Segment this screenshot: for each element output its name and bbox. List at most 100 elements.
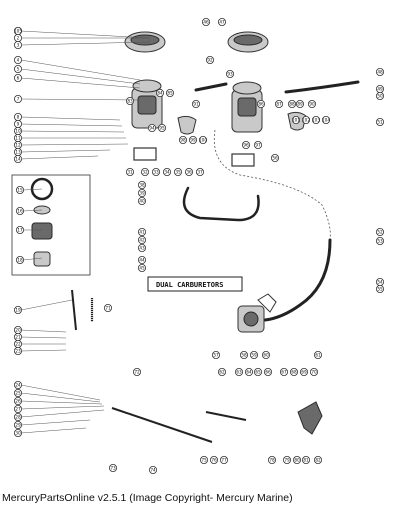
left-gasket: [133, 147, 157, 161]
callout-67: 67: [279, 367, 288, 376]
callout-49: 49: [375, 85, 384, 94]
callout-number: 68: [291, 370, 297, 375]
title-label-text: DUAL CARBURETORS: [156, 281, 223, 289]
callout-number: 38: [139, 183, 145, 188]
callout-number: 94: [149, 126, 155, 131]
callout-18: 18: [15, 255, 24, 264]
callout-number: 54: [377, 280, 383, 285]
callout-number: 49: [377, 87, 383, 92]
callout-number: 22: [15, 342, 21, 347]
inset-box: [11, 174, 91, 276]
callout-number: 67: [281, 370, 287, 375]
fuel-pump-gasket: [257, 293, 277, 313]
callout-number: 83: [127, 99, 133, 104]
callout-number: 73: [110, 466, 116, 471]
callout-number: 33: [153, 170, 159, 175]
callout-number: 66: [265, 370, 271, 375]
callout-number: 90: [309, 102, 315, 107]
callout-33: 33: [151, 167, 160, 176]
leader-line: [20, 419, 91, 426]
callout-101: 101: [291, 116, 300, 125]
callout-30: 30: [13, 428, 22, 437]
callout-number: 74: [150, 468, 156, 473]
callout-104: 104: [321, 116, 330, 125]
callout-number: 45: [139, 266, 145, 271]
callout-number: 40: [139, 199, 145, 204]
callout-60: 60: [261, 350, 270, 359]
callout-number: 24: [15, 383, 21, 388]
callout-32: 32: [140, 167, 149, 176]
callout-number: 61: [315, 353, 321, 358]
title-label: DUAL CARBURETORS: [147, 276, 243, 292]
callout-number: 98: [180, 138, 186, 143]
callout-102: 102: [301, 116, 310, 125]
callout-35: 35: [173, 167, 182, 176]
callout-number: 89: [297, 102, 303, 107]
callout-number: 30: [15, 431, 21, 436]
callout-16: 16: [15, 206, 24, 215]
callout-number: 27: [15, 407, 21, 412]
callout-5: 5: [13, 65, 22, 74]
callout-85: 85: [165, 89, 174, 98]
callout-7: 7: [13, 95, 22, 104]
callout-number: 58: [241, 353, 247, 358]
callout-9: 9: [13, 120, 22, 129]
callout-52: 52: [375, 227, 384, 236]
inset-o-ring: [30, 177, 54, 201]
callout-6: 6: [13, 74, 22, 83]
callout-number: 56: [272, 156, 278, 161]
callout-19: 19: [13, 305, 22, 314]
callout-number: 29: [15, 423, 21, 428]
callout-59: 59: [249, 350, 258, 359]
callout-number: 35: [175, 170, 181, 175]
leader-line: [20, 68, 141, 85]
callout-number: 19: [15, 308, 21, 313]
callout-48: 48: [375, 68, 384, 77]
callout-number: 52: [377, 230, 383, 235]
callout-number: 4: [17, 58, 20, 63]
callout-26: 26: [13, 396, 22, 405]
callout-number: 7: [17, 97, 20, 102]
leader-lines: [20, 30, 151, 434]
callout-number: 62: [219, 370, 225, 375]
callout-20: 20: [13, 325, 22, 334]
callout-number: 23: [15, 349, 21, 354]
callout-105: 105: [13, 26, 22, 35]
callout-13: 13: [13, 147, 22, 156]
adjust-screw: [71, 289, 77, 331]
callout-95: 95: [157, 124, 166, 133]
callout-65: 65: [253, 367, 262, 376]
fuel-hose: [263, 238, 332, 322]
callout-69: 69: [299, 367, 308, 376]
callout-number: 82: [315, 458, 321, 463]
callout-68: 68: [289, 367, 298, 376]
callout-number: 103: [312, 118, 320, 123]
callout-24: 24: [13, 380, 22, 389]
leader-line: [22, 188, 43, 191]
fuel-pump: [237, 305, 265, 333]
callout-number: 70: [311, 370, 317, 375]
leader-line: [20, 405, 105, 410]
callout-number: 102: [302, 118, 310, 123]
callout-number: 80: [294, 458, 300, 463]
callout-88: 88: [287, 100, 296, 109]
callout-number: 43: [139, 246, 145, 251]
callout-43: 43: [137, 243, 146, 252]
callout-number: 75: [201, 458, 207, 463]
leader-line: [20, 349, 67, 352]
callout-31: 31: [126, 167, 135, 176]
callout-number: 5: [17, 67, 20, 72]
callout-93: 93: [225, 70, 234, 79]
leader-line: [20, 77, 141, 89]
callout-number: 21: [15, 335, 21, 340]
callout-number: 46: [203, 20, 209, 25]
callout-number: 57: [213, 353, 219, 358]
callout-number: 71: [105, 306, 111, 311]
callout-82: 82: [313, 455, 322, 464]
callout-number: 41: [139, 230, 145, 235]
callout-72: 72: [132, 367, 141, 376]
leader-line: [20, 400, 103, 405]
callout-99: 99: [188, 135, 197, 144]
callout-39: 39: [137, 188, 146, 197]
callout-8: 8: [13, 113, 22, 122]
